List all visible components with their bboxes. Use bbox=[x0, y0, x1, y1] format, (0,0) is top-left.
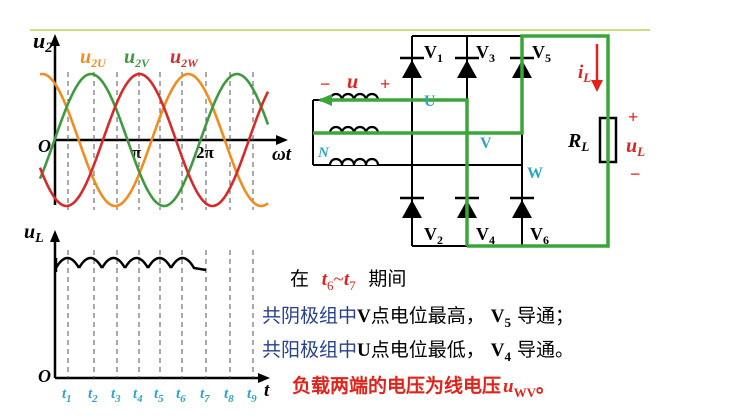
waveform-curves bbox=[38, 72, 270, 208]
waveform-curve-2v bbox=[38, 72, 270, 208]
node-w-label: W bbox=[527, 165, 543, 182]
output-y-arrow bbox=[50, 230, 60, 242]
waveform-origin: O bbox=[38, 136, 51, 156]
series-label-u2u: u2U bbox=[80, 46, 107, 70]
diode-v1 bbox=[400, 56, 424, 78]
output-t-label: t bbox=[264, 380, 270, 401]
node-u-label: U bbox=[424, 93, 436, 110]
time-label-t2: t2 bbox=[88, 386, 98, 405]
time-label-t4: t4 bbox=[133, 386, 143, 405]
period-line: 在 t6~t7 期间 bbox=[290, 268, 406, 295]
diode-label-v6: V6 bbox=[530, 224, 549, 247]
waveform-curve-2u bbox=[39, 72, 269, 208]
time-label-t7: t7 bbox=[200, 386, 210, 405]
time-label-t3: t3 bbox=[111, 386, 121, 405]
neutral-label: N bbox=[317, 145, 330, 161]
series-label-u2v: u2V bbox=[124, 46, 150, 70]
diode-v3 bbox=[455, 56, 479, 78]
time-label-t9: t9 bbox=[247, 386, 257, 405]
time-label-t5: t5 bbox=[154, 386, 164, 405]
diode-v6 bbox=[510, 196, 534, 218]
load-plus: + bbox=[628, 107, 638, 127]
time-label-t6: t6 bbox=[176, 386, 186, 405]
diode-label-v2: V2 bbox=[424, 224, 443, 247]
time-label-t1: t1 bbox=[62, 386, 72, 405]
node-v-label: V bbox=[480, 135, 492, 152]
output-ripple-waveform bbox=[54, 256, 207, 272]
waveform-x-label: ωt bbox=[272, 144, 292, 165]
output-gridlines bbox=[67, 250, 254, 378]
output-panel: uL O t t1 t2 t3 t4 t5 t6 t7 t8 t9 bbox=[24, 221, 270, 405]
load-voltage-label: uL bbox=[626, 135, 645, 159]
diode-label-v3: V3 bbox=[476, 42, 495, 65]
waveform-2pi-label: 2π bbox=[196, 143, 215, 162]
time-label-t8: t8 bbox=[224, 386, 234, 405]
waveform-panel: u2 O ωt π 2π u2U u2V u2W bbox=[33, 28, 292, 210]
diode-v2 bbox=[400, 196, 424, 218]
load-minus: − bbox=[630, 164, 640, 184]
time-labels: t1 t2 t3 t4 t5 t6 t7 t8 t9 bbox=[62, 386, 257, 405]
waveform-pi-label: π bbox=[132, 143, 142, 162]
output-origin: O bbox=[38, 366, 51, 386]
load-current-arrow bbox=[591, 44, 603, 92]
output-y-label: uL bbox=[24, 221, 44, 246]
conduction-path bbox=[313, 34, 610, 248]
waveform-x-arrow bbox=[276, 135, 288, 145]
source-plus: + bbox=[380, 74, 390, 94]
diode-label-v5: V5 bbox=[532, 42, 551, 65]
conduction-arrow-icon bbox=[318, 94, 332, 106]
waveform-curve-2w bbox=[38, 72, 270, 208]
source-label: u bbox=[347, 71, 358, 93]
resistor-label: RL bbox=[567, 130, 589, 154]
diodes-top bbox=[400, 56, 534, 78]
coil-w bbox=[328, 157, 380, 166]
series-label-u2w: u2W bbox=[170, 46, 199, 70]
waveform-y-label: u2 bbox=[33, 28, 53, 56]
diode-label-v1: V1 bbox=[424, 42, 443, 65]
source-minus: − bbox=[320, 74, 330, 94]
diode-label-v4: V4 bbox=[476, 224, 495, 247]
waveform-y-arrow bbox=[50, 34, 60, 46]
output-x-arrow bbox=[258, 373, 270, 383]
load-current-label: iL bbox=[578, 62, 591, 85]
